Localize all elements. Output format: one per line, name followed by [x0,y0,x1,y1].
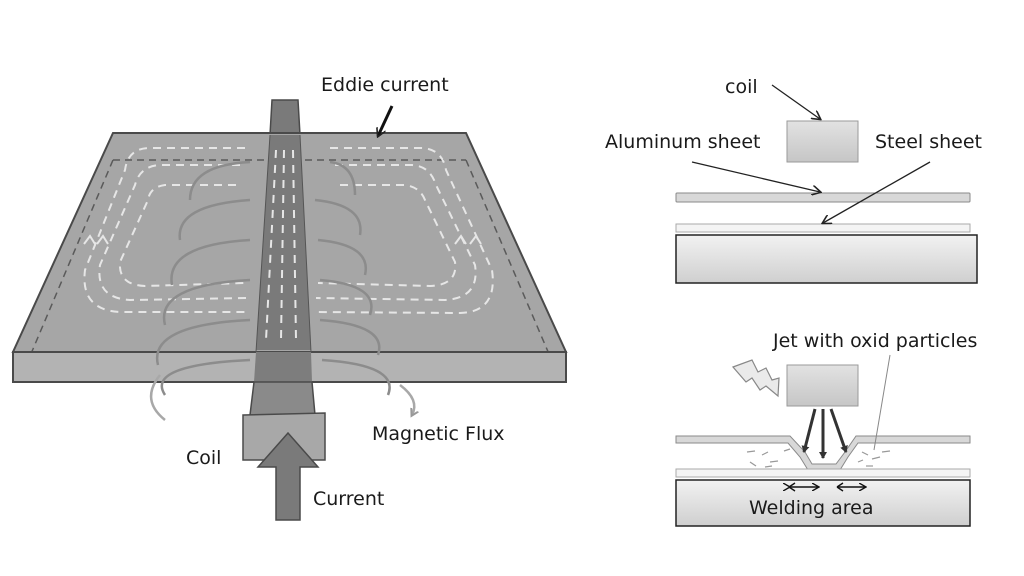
lightning-icon [731,359,780,398]
flux-tail-left [150,374,166,421]
eddy-current-illustration: Eddie current Magnetic Flux Coil Current [11,74,568,521]
magnetic-flux-curves [155,160,391,396]
welding-setup-before: coil Aluminum sheet Steel sheet [605,76,982,284]
label-aluminum-sheet: Aluminum sheet [605,131,761,153]
label-eddie-current: Eddie current [321,74,449,96]
eddy-current-loops-right [314,147,494,315]
coil-bar-lower [249,381,316,416]
current-arrow-icon [256,431,320,521]
oxide-particles [746,448,891,468]
flux-tail-right [399,384,414,415]
label-steel-sheet: Steel sheet [875,131,982,153]
label-jet-oxid-particles: Jet with oxid particles [772,330,977,352]
base-plate-bottom [675,479,971,527]
label-current: Current [313,488,384,510]
steel-sheet [675,223,971,233]
eddy-current-loops-left [83,147,250,313]
steel-sheet-bottom [675,468,971,478]
label-welding-area: Welding area [749,497,874,519]
eddy-current-center [265,149,297,341]
coil-block-active [786,364,859,407]
label-coil-top: coil [725,76,758,98]
welding-setup-after: Jet with oxid particles Welding area [675,330,977,527]
coil-bar-top [269,99,301,136]
label-magnetic-flux: Magnetic Flux [372,423,505,445]
coil-block [786,120,859,163]
base-plate [675,234,978,284]
label-coil: Coil [186,447,221,469]
eddie-current-pointer [378,105,394,136]
aluminum-sheet [675,192,971,203]
aluminum-sheet-deformed [675,435,971,471]
